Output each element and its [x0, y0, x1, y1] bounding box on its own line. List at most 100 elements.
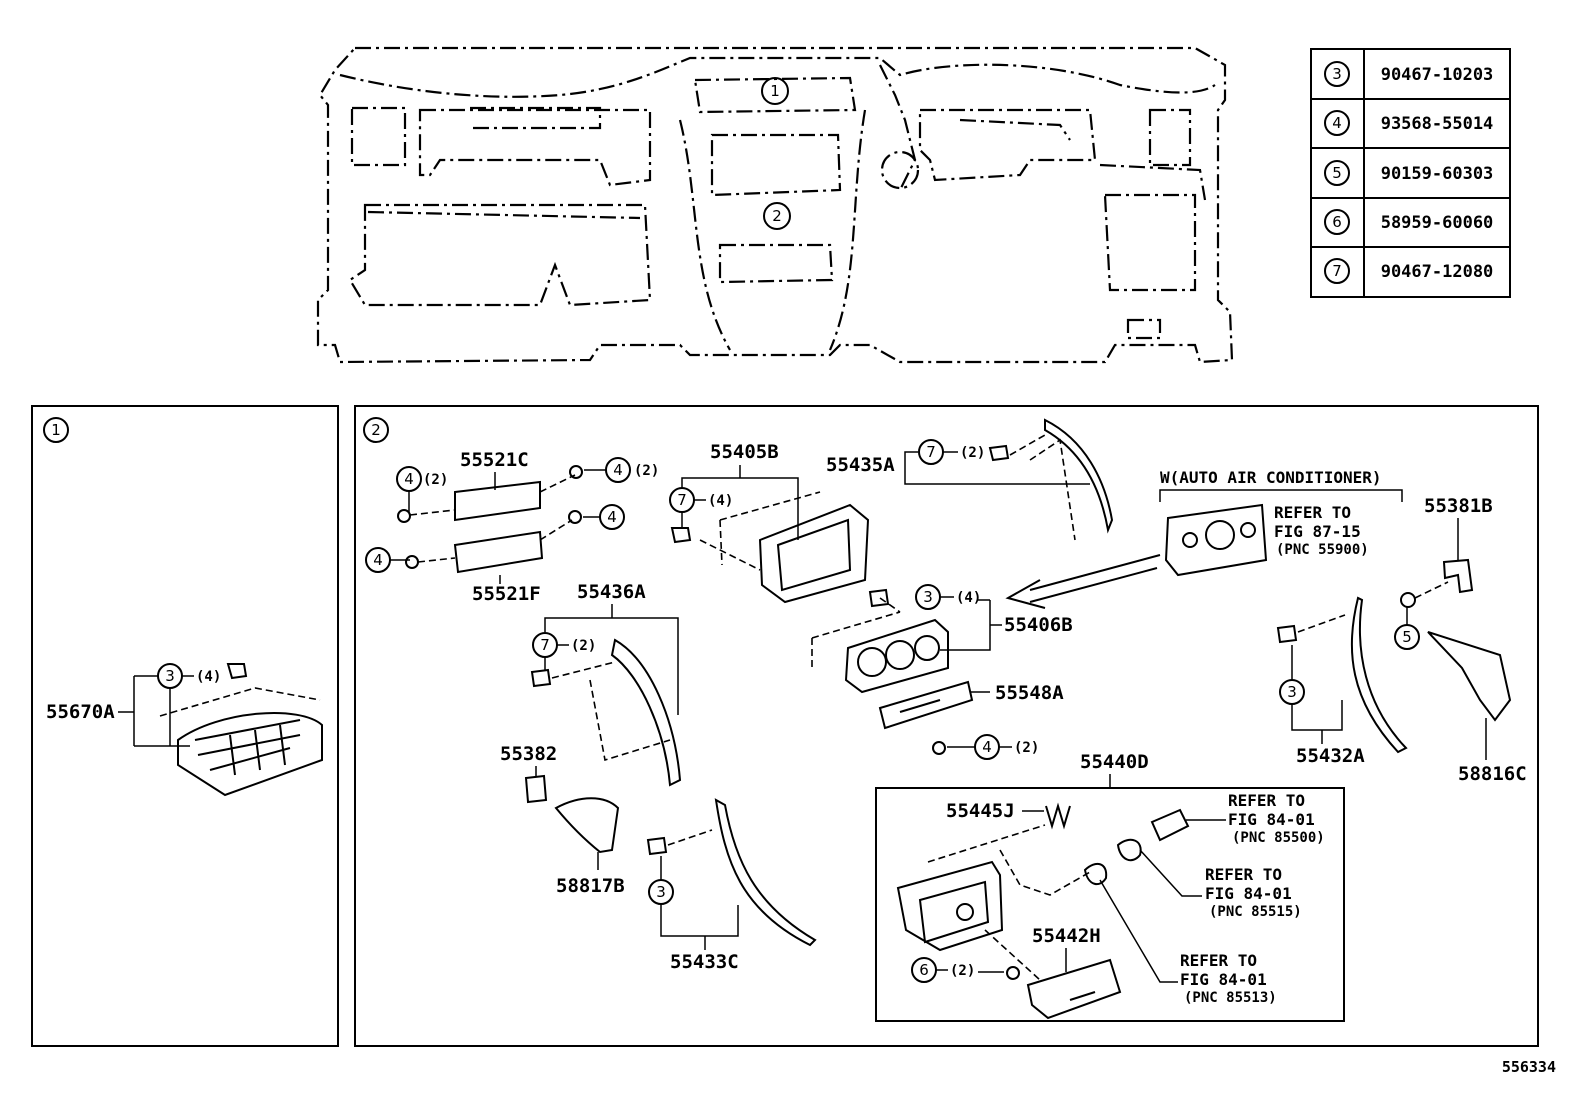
- svg-text:90467-10203: 90467-10203: [1381, 65, 1494, 85]
- svg-text:5: 5: [1332, 164, 1342, 182]
- panel-1: 1 3 (4) 55670A: [31, 405, 339, 1047]
- svg-text:2: 2: [371, 421, 381, 439]
- table-row: 7 90467-12080: [1324, 258, 1494, 284]
- svg-text:(2): (2): [571, 638, 596, 654]
- fastener-callout: 4 (2): [932, 734, 1039, 760]
- clip-55382: [524, 774, 548, 804]
- svg-text:(2): (2): [634, 463, 659, 479]
- part-label-55436A: 55436A: [577, 581, 646, 603]
- part-label-55382: 55382: [500, 743, 557, 765]
- svg-text:4: 4: [404, 470, 414, 488]
- table-row: 6 58959-60060: [1324, 209, 1494, 235]
- part-label-55445J: 55445J: [946, 800, 1015, 822]
- refer-note-1: REFER TO: [1274, 503, 1351, 522]
- table-row: 4 93568-55014: [1324, 110, 1493, 136]
- svg-text:58959-60060: 58959-60060: [1381, 213, 1494, 233]
- refer-note-3-pnc: (PNC 85515): [1209, 904, 1302, 920]
- svg-text:3: 3: [165, 667, 175, 685]
- fastener-callout: 4: [583, 504, 625, 530]
- part-label-55548A: 55548A: [995, 682, 1064, 704]
- refer-note-3-fig: FIG 84-01: [1205, 884, 1292, 903]
- svg-text:4: 4: [613, 461, 623, 479]
- svg-text:3: 3: [656, 883, 666, 901]
- dash-marker-1: 1: [761, 77, 789, 105]
- part-label-58816C: 58816C: [1458, 763, 1527, 785]
- refer-note-3: REFER TO: [1205, 865, 1282, 884]
- svg-text:3: 3: [1287, 683, 1297, 701]
- cover-58817B: [554, 797, 620, 854]
- trim-55435A: [1009, 418, 1114, 541]
- spring-55445J: [1045, 802, 1071, 830]
- svg-text:1: 1: [770, 82, 780, 100]
- svg-text:(2): (2): [950, 963, 975, 979]
- switch-55521F: [405, 510, 582, 574]
- fastener-callout: 6 (2): [911, 957, 1020, 983]
- fastener-callout: 5: [1394, 607, 1420, 650]
- part-label-55521F: 55521F: [472, 583, 541, 605]
- svg-text:3: 3: [1332, 65, 1342, 83]
- svg-text:4: 4: [982, 738, 992, 756]
- bezel-55405B: [670, 491, 870, 604]
- fastener-callout: 4 (2): [396, 466, 448, 512]
- table-row: 3 90467-10203: [1324, 61, 1494, 87]
- refer-note-4: REFER TO: [1180, 951, 1257, 970]
- panel-55548A: [878, 680, 974, 730]
- cover-58816C: [1427, 631, 1512, 722]
- bracket-55381B: [1400, 558, 1474, 608]
- svg-text:7: 7: [1332, 262, 1342, 280]
- dashboard-outline: [316, 46, 1234, 364]
- refer-note-2: REFER TO: [1228, 791, 1305, 810]
- switch-55521C: [397, 465, 583, 523]
- svg-text:6: 6: [1332, 213, 1342, 231]
- part-label-55432A: 55432A: [1296, 745, 1365, 767]
- table-row: 5 90159-60303: [1324, 160, 1494, 186]
- part-label-55521C: 55521C: [460, 449, 529, 471]
- fastener-callout: 4 (2): [584, 457, 659, 483]
- refer-note-2-pnc: (PNC 85500): [1232, 830, 1325, 846]
- svg-text:(2): (2): [423, 472, 448, 488]
- fastener-callout: 3 (4): [157, 663, 248, 746]
- fastener-callout: 7 (4): [669, 487, 733, 528]
- fastener-callout: 4: [365, 547, 410, 573]
- part-label-55442H: 55442H: [1032, 925, 1101, 947]
- refer-note-1-pnc: (PNC 55900): [1276, 542, 1369, 558]
- svg-text:4: 4: [607, 508, 617, 526]
- svg-text:(4): (4): [196, 669, 221, 685]
- part-label-55406B: 55406B: [1004, 614, 1073, 636]
- fastener-callout: 3: [1279, 645, 1305, 705]
- dash-marker-2: 2: [763, 202, 791, 230]
- arrow-icon: [1005, 554, 1161, 609]
- fastener-callout: 3: [648, 856, 674, 905]
- svg-text:(4): (4): [708, 493, 733, 509]
- climate-panel-55406B: [811, 597, 949, 694]
- key-cylinder: [1083, 808, 1190, 886]
- trim-55433C: [646, 798, 817, 947]
- fastener-callout: 7 (2): [532, 632, 596, 670]
- refer-note-1-fig: FIG 87-15: [1274, 522, 1361, 541]
- figure-id: 556334: [1502, 1058, 1556, 1076]
- part-label-55381B: 55381B: [1424, 495, 1493, 517]
- parts-table: 3 90467-10203 4 93568-55014 5 90159-6030…: [1310, 48, 1511, 298]
- fastener-callout: 7 (2): [918, 439, 1010, 465]
- svg-text:(4): (4): [956, 590, 981, 606]
- svg-text:7: 7: [926, 443, 936, 461]
- part-label-58817B: 58817B: [556, 875, 625, 897]
- svg-text:5: 5: [1402, 628, 1412, 646]
- svg-text:7: 7: [677, 491, 687, 509]
- part-label-55433C: 55433C: [670, 951, 739, 973]
- refer-note-4-fig: FIG 84-01: [1180, 970, 1267, 989]
- refer-note-4-pnc: (PNC 85513): [1184, 990, 1277, 1006]
- svg-text:6: 6: [919, 961, 929, 979]
- center-register-vent: [159, 687, 323, 797]
- svg-text:90159-60303: 90159-60303: [1381, 164, 1494, 184]
- svg-text:3: 3: [923, 588, 933, 606]
- part-label-55405B: 55405B: [710, 441, 779, 463]
- glove-box-lock-assy: [896, 824, 1091, 952]
- ac-control-panel: [1164, 503, 1268, 577]
- trim-55436A: [530, 638, 682, 787]
- svg-text:1: 1: [51, 421, 61, 439]
- svg-text:(2): (2): [960, 445, 985, 461]
- svg-text:90467-12080: 90467-12080: [1381, 262, 1494, 282]
- auto-ac-label: W(AUTO AIR CONDITIONER): [1160, 468, 1382, 487]
